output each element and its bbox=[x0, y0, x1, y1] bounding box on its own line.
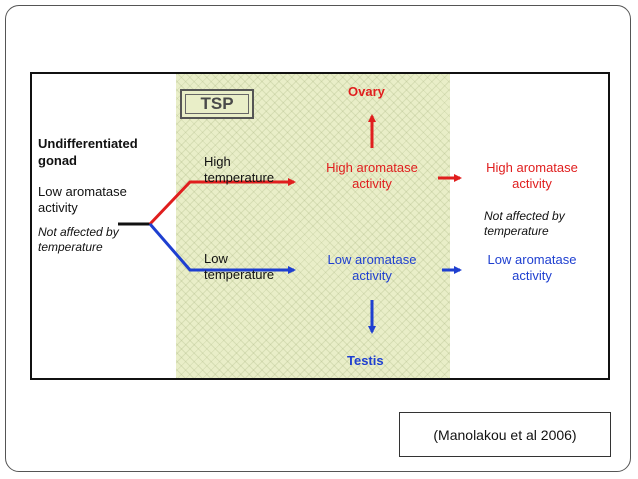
high-temperature-label-line1: High bbox=[204, 154, 231, 169]
undifferentiated-title-line2: gonad bbox=[38, 153, 77, 168]
low-temperature-label-line1: Low bbox=[204, 251, 228, 266]
right-note-line1: Not affected by bbox=[484, 209, 565, 223]
high-aromatase-right-line2: activity bbox=[512, 176, 552, 191]
undifferentiated-note-line1: Not affected by bbox=[38, 225, 119, 239]
low-aromatase-mid-line2: activity bbox=[352, 268, 392, 283]
undifferentiated-activity-line1: Low aromatase bbox=[38, 184, 127, 199]
high-aromatase-mid-line2: activity bbox=[352, 176, 392, 191]
testis-label: Testis bbox=[347, 353, 384, 368]
tsp-zone bbox=[176, 74, 450, 378]
low-temperature-label-line2: temperature bbox=[204, 267, 275, 282]
high-aromatase-mid-line1: High aromatase bbox=[326, 160, 418, 175]
ovary-label: Ovary bbox=[348, 84, 385, 99]
high-temperature-branch-arrow bbox=[148, 178, 296, 226]
undifferentiated-activity-line2: activity bbox=[38, 200, 78, 215]
tsp-diagram: TSP Undifferentiated gonad Low aromatase… bbox=[30, 72, 610, 380]
low-aromatase-right-line1: Low aromatase bbox=[487, 252, 577, 267]
tsp-badge: TSP bbox=[180, 89, 254, 119]
citation-box: (Manolakou et al 2006) bbox=[399, 412, 611, 457]
undifferentiated-title-line1: Undifferentiated bbox=[38, 136, 138, 151]
right-note-line2: temperature bbox=[484, 224, 549, 238]
low-aromatase-right-line2: activity bbox=[512, 268, 552, 283]
low-aromatase-mid-line1: Low aromatase bbox=[327, 252, 417, 267]
low-temperature-branch-arrow bbox=[148, 223, 296, 274]
undifferentiated-note-line2: temperature bbox=[38, 240, 103, 254]
high-aromatase-right-line1: High aromatase bbox=[486, 160, 578, 175]
high-temperature-label-line2: temperature bbox=[204, 170, 275, 185]
tsp-label: TSP bbox=[185, 94, 249, 114]
arrow-layer bbox=[118, 114, 462, 334]
